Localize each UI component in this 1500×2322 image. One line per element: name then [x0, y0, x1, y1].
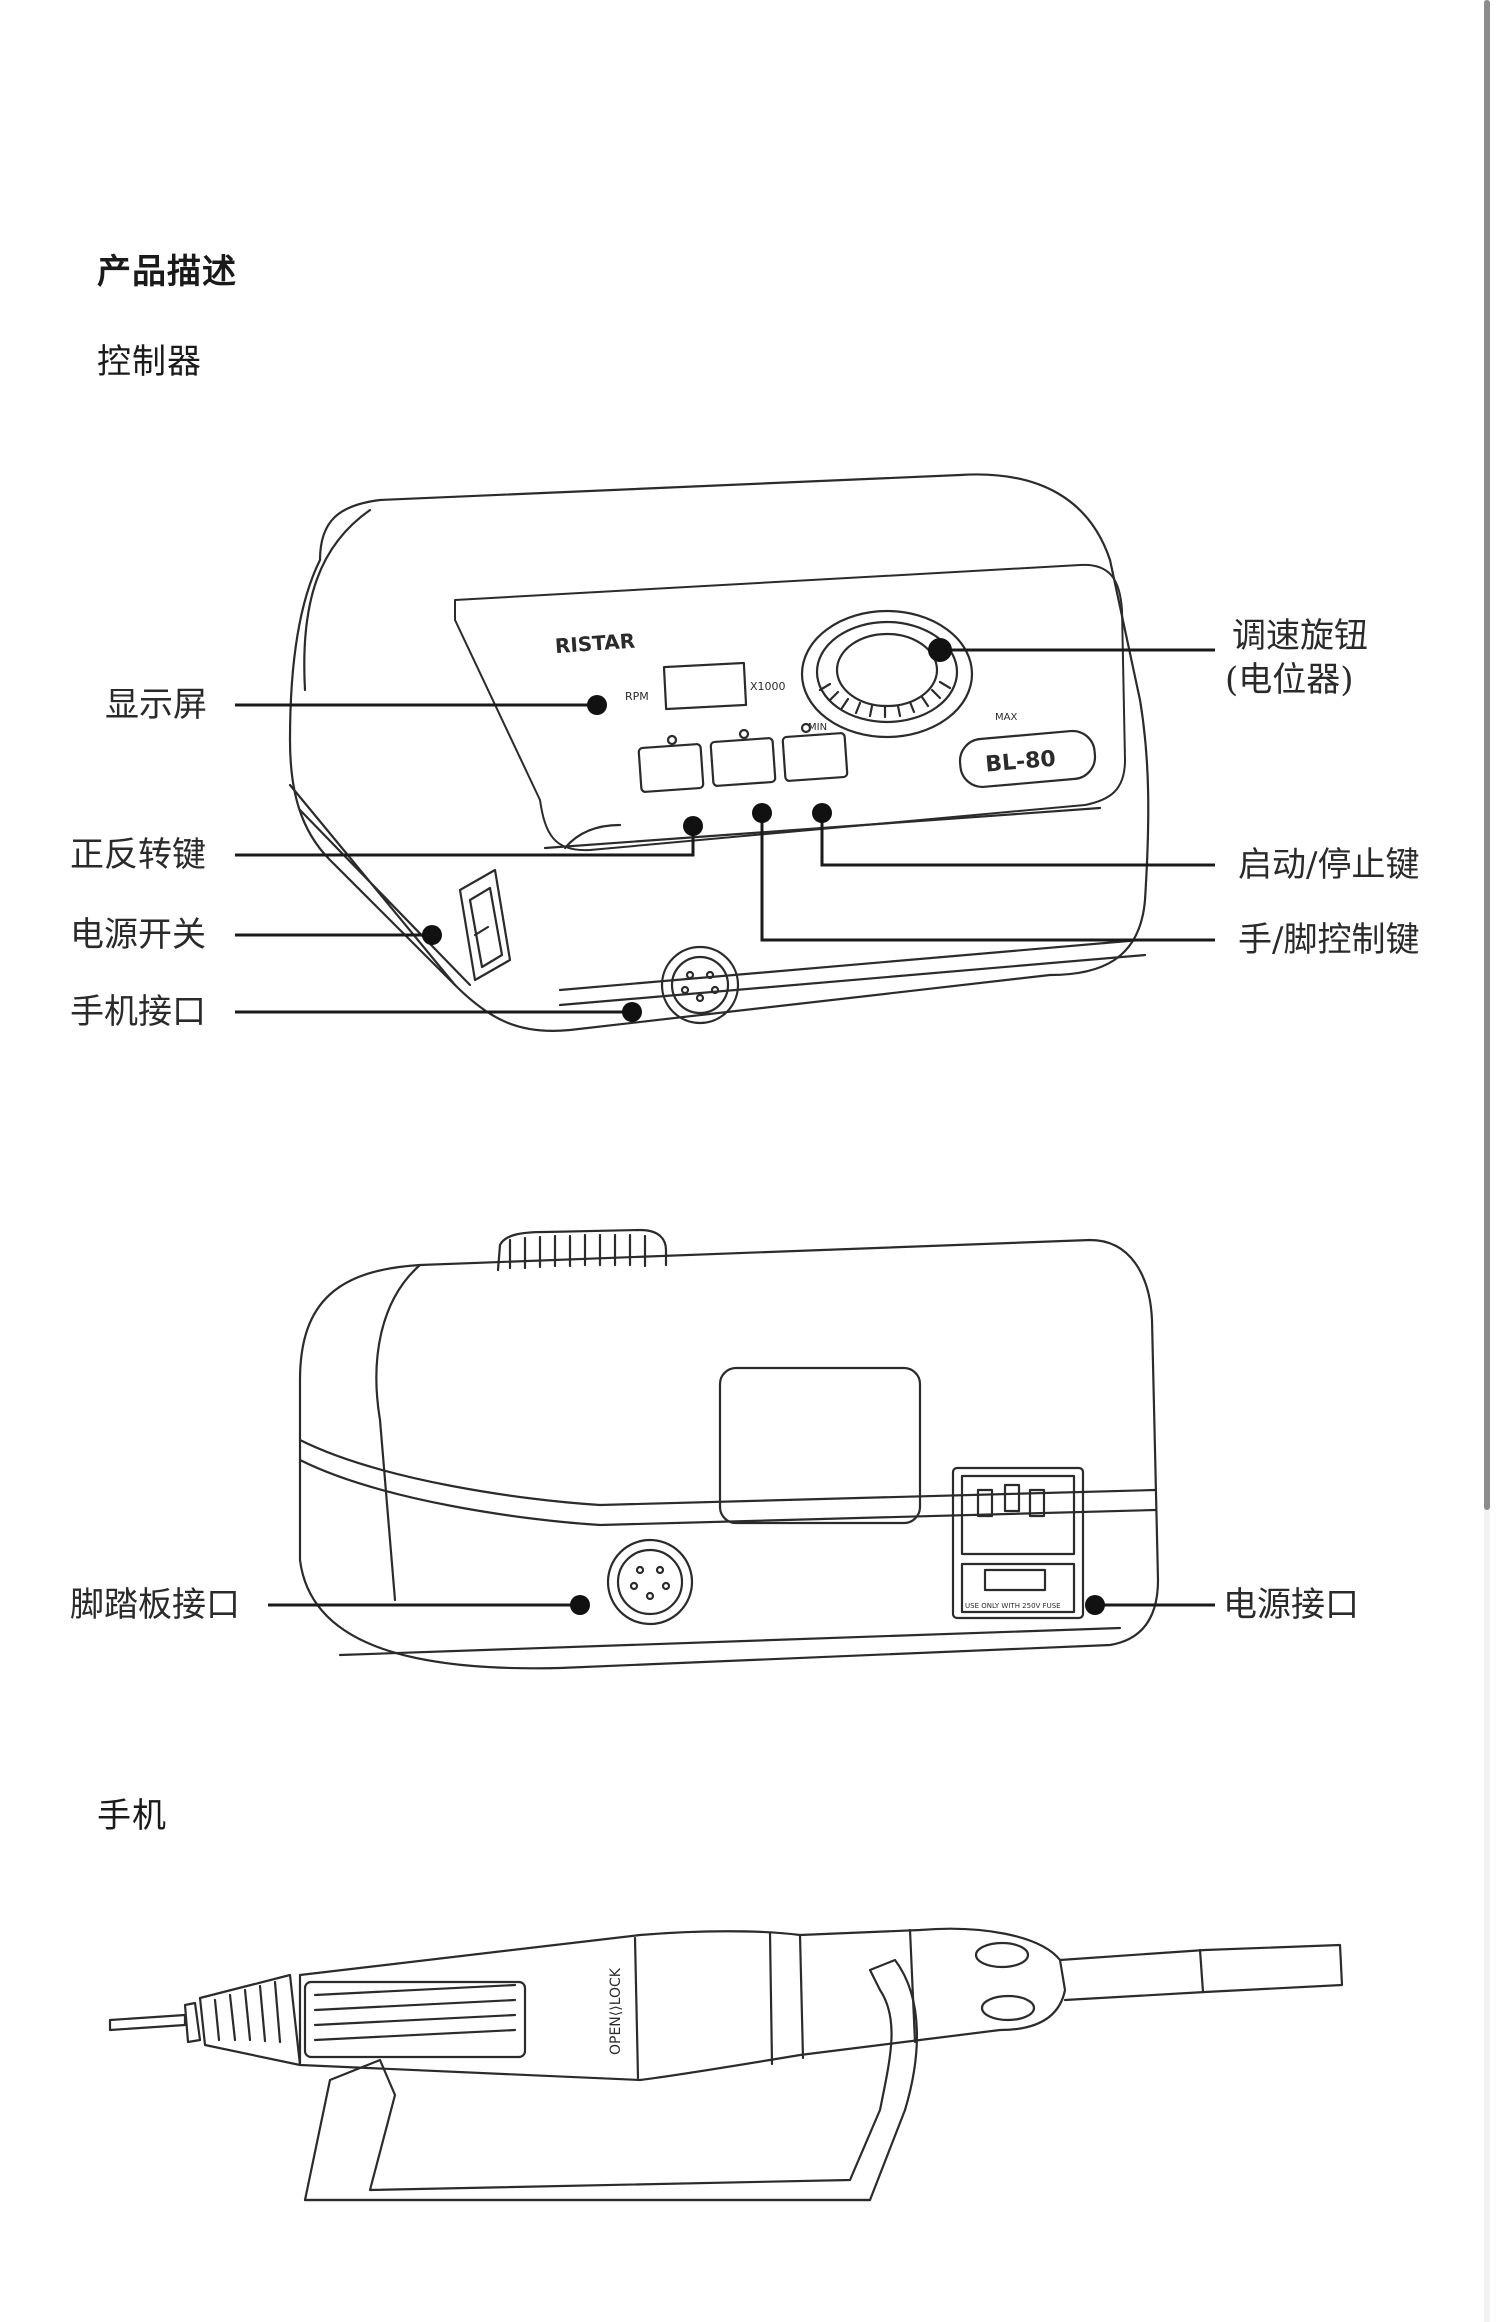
label-handpiece-port: 手机接口: [70, 992, 206, 1032]
controller-front-view: [288, 473, 1150, 1032]
label-speed-knob: 调速旋钮: [1232, 616, 1368, 656]
section-title: 产品描述: [97, 252, 237, 292]
rpm-text: RPM: [625, 690, 649, 703]
min-text: MIN: [808, 722, 827, 733]
power-switch-graphic: [458, 868, 512, 982]
display-screen: [662, 661, 748, 711]
fuse-text: USE ONLY WITH 250V FUSE: [965, 1602, 1061, 1610]
handpiece-illustration: [108, 1927, 1344, 2202]
handpiece-stand: [303, 1958, 919, 2202]
scrollbar-thumb[interactable]: [1484, 0, 1490, 1510]
brand-text: RISTAR: [554, 629, 636, 659]
model-badge: [958, 729, 1097, 789]
model-text: BL-80: [984, 747, 1056, 778]
label-hand-foot-key: 手/脚控制键: [1238, 920, 1420, 960]
foot-pedal-port-graphic: [606, 1538, 694, 1626]
controller-rear-view: [298, 1228, 1160, 1670]
label-display: 显示屏: [105, 685, 207, 725]
power-inlet-graphic: [951, 1466, 1085, 1620]
label-direction-key: 正反转键: [70, 835, 206, 875]
lock-text: OPEN⟨⟩LOCK: [608, 1967, 624, 2055]
handpiece-title: 手机: [97, 1796, 167, 1836]
label-power-port: 电源接口: [1223, 1585, 1359, 1625]
handpiece-port-graphic: [660, 945, 740, 1025]
label-foot-pedal-port: 脚踏板接口: [70, 1585, 240, 1625]
knob-top: [496, 1228, 668, 1272]
label-speed-knob-sub: (电位器): [1225, 660, 1354, 700]
handpiece-grip: [303, 1980, 527, 2059]
label-power-switch: 电源开关: [70, 915, 206, 955]
speed-knob: [800, 609, 974, 739]
button-row: [637, 722, 849, 793]
rear-panel: [718, 1366, 922, 1525]
label-start-stop-key: 启动/停止键: [1238, 845, 1420, 885]
controller-title: 控制器: [97, 342, 202, 382]
multiplier-text: X1000: [750, 680, 786, 693]
max-text: MAX: [995, 712, 1017, 723]
